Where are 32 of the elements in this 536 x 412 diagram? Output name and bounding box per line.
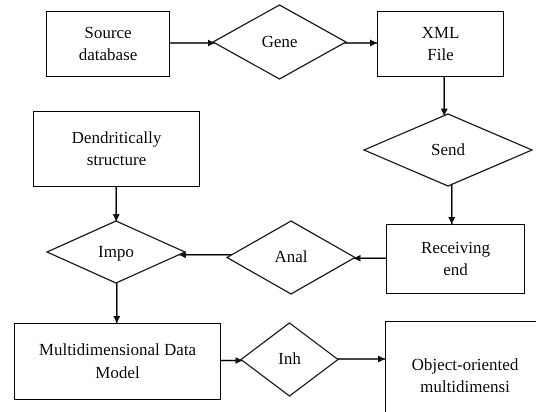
arrow xyxy=(113,282,120,323)
decision-diamond xyxy=(241,323,338,396)
arrow xyxy=(354,254,386,262)
process-box xyxy=(386,224,525,294)
node-label: Multidimensional Data Model xyxy=(38,339,198,384)
process-box xyxy=(33,111,200,187)
decision-diamond xyxy=(227,221,355,294)
node-label: Gene xyxy=(262,30,298,53)
process-box xyxy=(46,11,170,77)
arrow xyxy=(112,187,120,222)
node-label: Object-oriented multidimensi xyxy=(410,354,520,398)
arrow xyxy=(337,356,385,362)
node-label: Anal xyxy=(274,246,308,268)
node-label: Inh xyxy=(278,348,301,370)
process-box xyxy=(377,11,504,77)
node-label: Source database xyxy=(78,22,138,66)
arrow xyxy=(448,184,456,224)
node-label: XML File xyxy=(420,22,460,66)
arrow xyxy=(344,40,377,46)
arrow xyxy=(221,357,242,364)
node-label: Send xyxy=(431,138,465,161)
decision-diamond xyxy=(213,5,346,79)
process-box xyxy=(14,323,221,400)
node-label: Impo xyxy=(98,240,134,263)
arrow xyxy=(440,77,448,116)
node-label: Receiving end xyxy=(420,236,491,281)
node-label: Dendritically structure xyxy=(70,126,162,171)
arrow xyxy=(178,251,232,258)
decision-diamond xyxy=(47,221,185,283)
decision-diamond xyxy=(364,114,532,186)
process-box xyxy=(385,321,536,412)
arrow xyxy=(170,40,215,46)
